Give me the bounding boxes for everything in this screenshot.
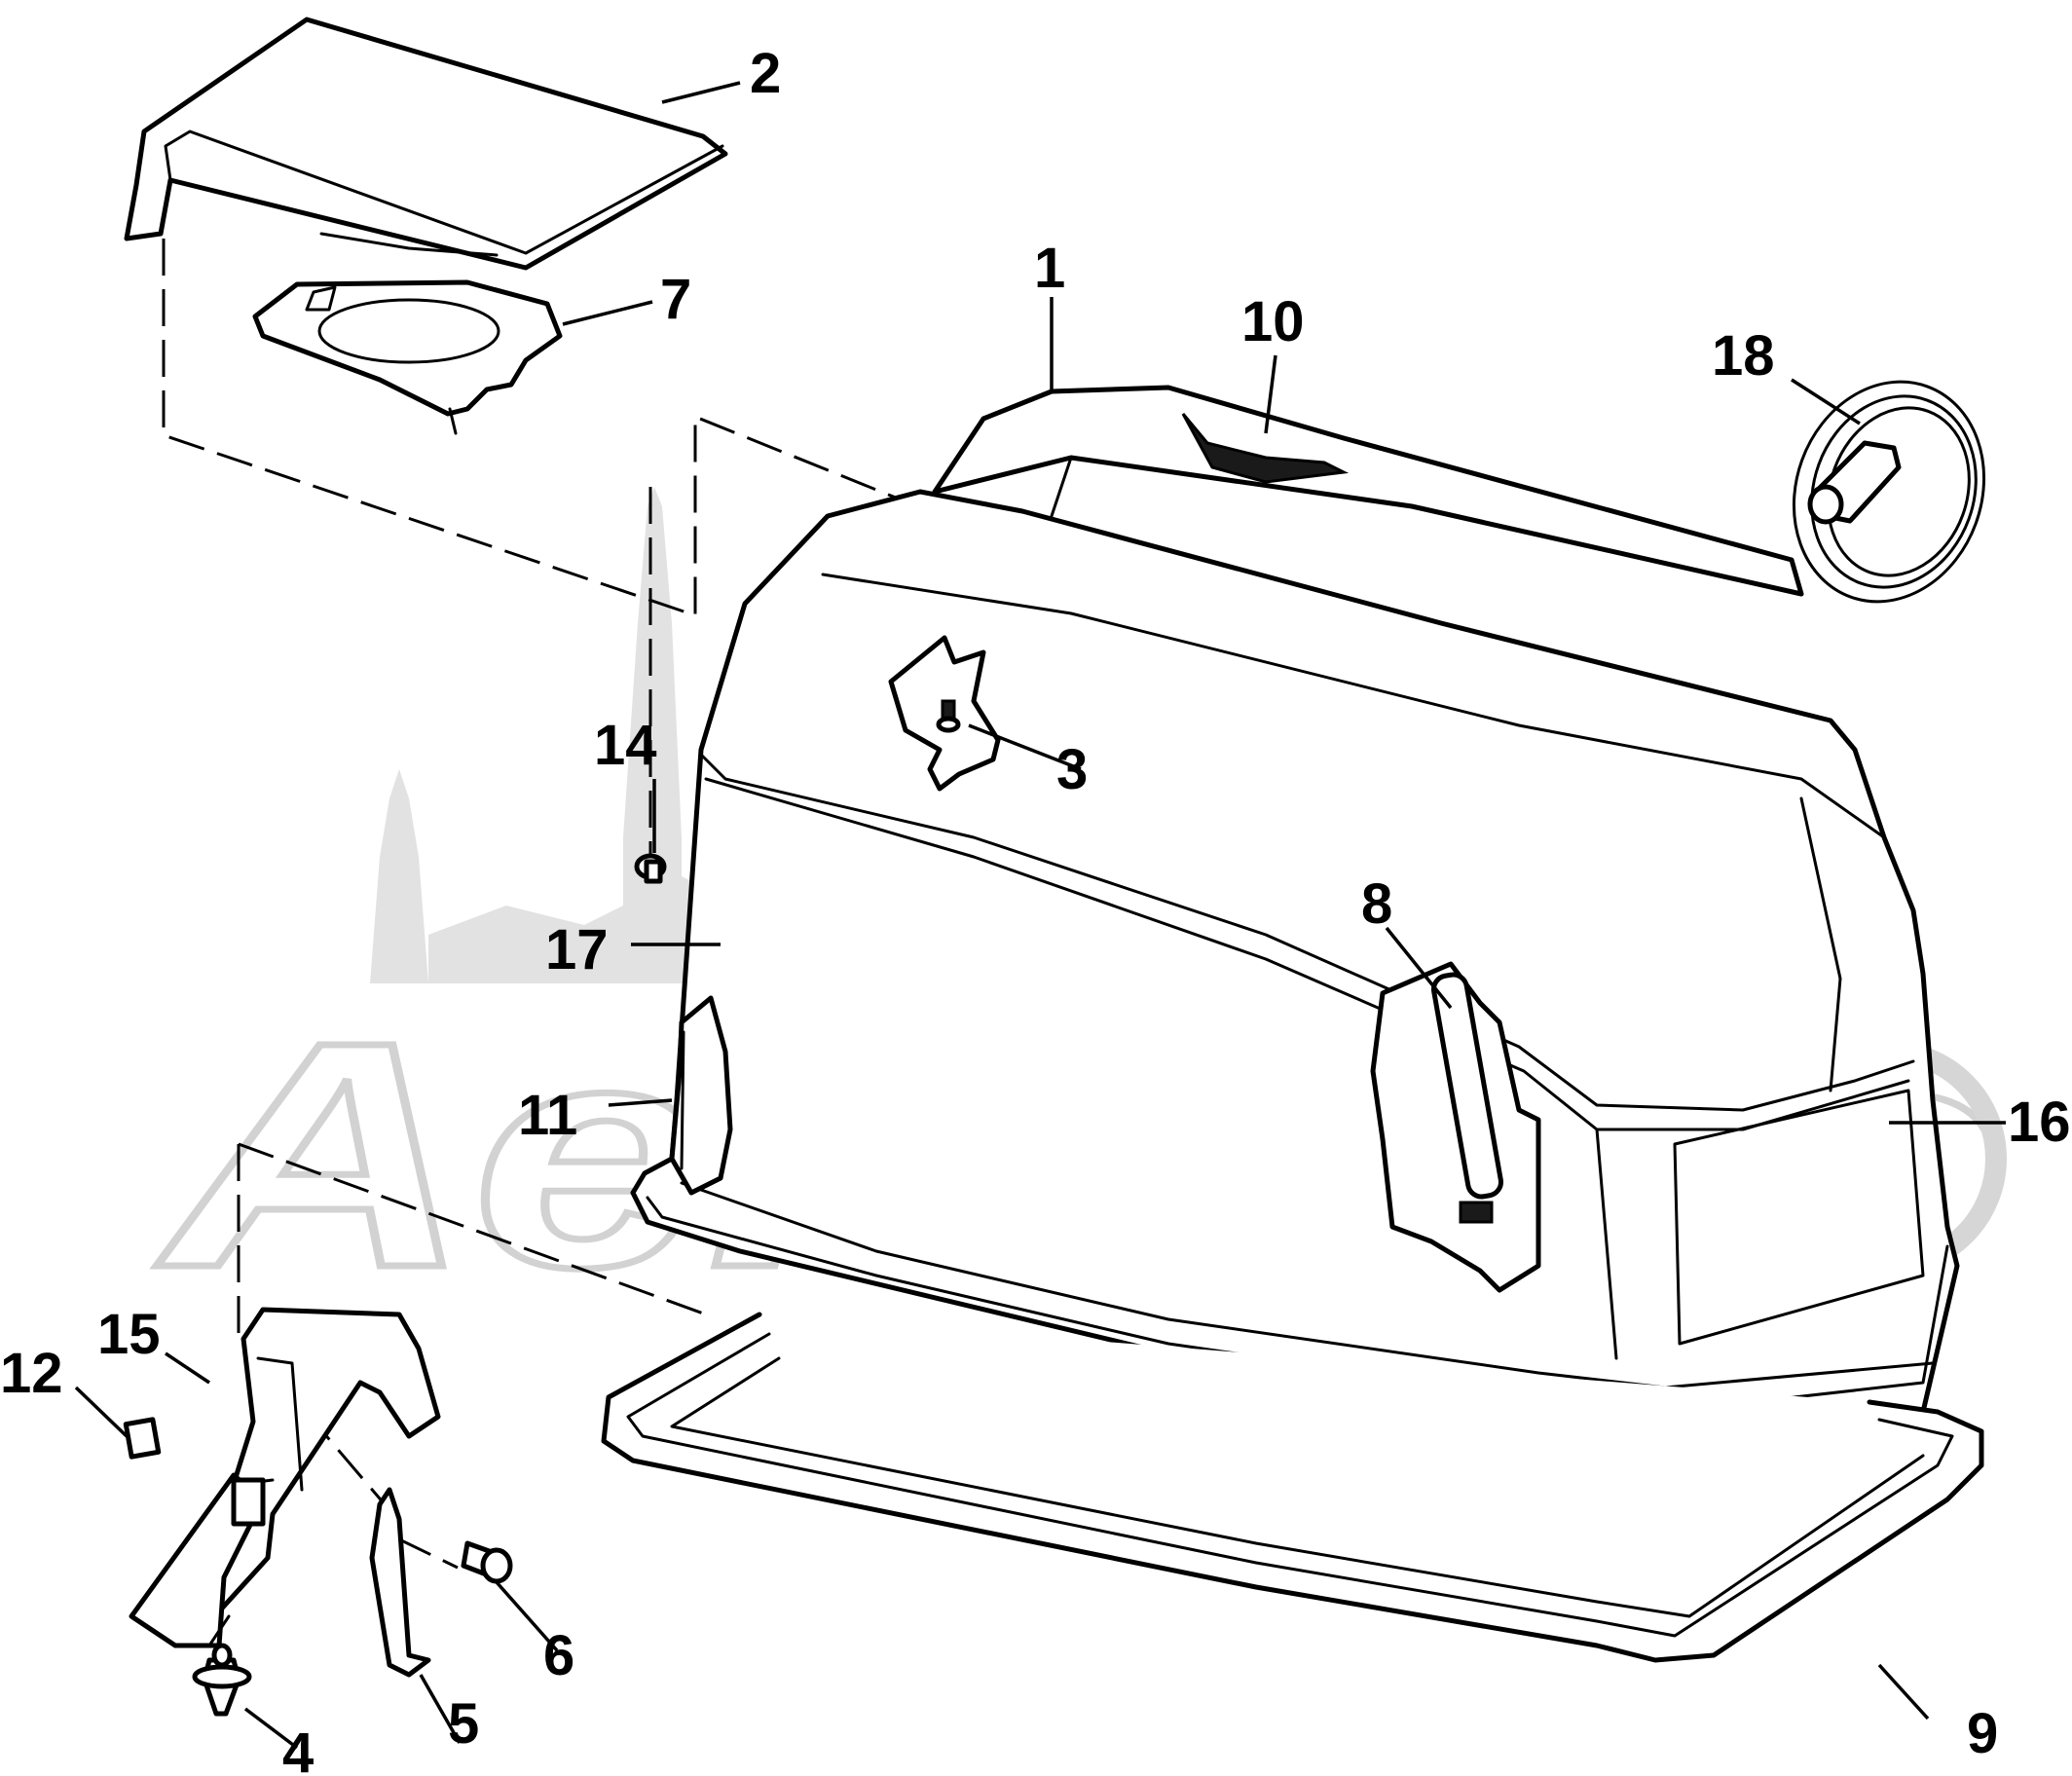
- clip-part-5: [369, 1487, 431, 1678]
- bracket-part-15: [129, 1307, 441, 1648]
- alignment-lines-upper: [162, 239, 938, 876]
- callout-14: 14: [594, 714, 657, 777]
- callout-1: 1: [1034, 237, 1065, 300]
- callout-8: 8: [1361, 872, 1392, 936]
- vent-plate-part-7: [252, 279, 563, 435]
- callout-17: 17: [545, 918, 609, 981]
- callout-9: 9: [1967, 1702, 1998, 1765]
- latch-part-8: [1370, 961, 1541, 1293]
- callout-3: 3: [1056, 738, 1088, 801]
- motor-cover-part-1: [630, 385, 1960, 1434]
- bolt-part-6: [461, 1540, 513, 1584]
- callout-4: 4: [282, 1721, 314, 1776]
- callout-2: 2: [750, 42, 781, 105]
- callout-15: 15: [97, 1303, 161, 1366]
- callout-16: 16: [2008, 1091, 2071, 1154]
- callout-labels: 1 2 3 4 5 6 7 8 9 10 11 12 14 15 16 17 1…: [0, 42, 2071, 1776]
- leader-lines: [74, 81, 2006, 1750]
- gasket-seal-part-9: [601, 1312, 1984, 1663]
- seal-part-11: [669, 995, 733, 1196]
- callout-10: 10: [1241, 290, 1305, 353]
- callout-12: 12: [0, 1342, 63, 1405]
- callout-6: 6: [543, 1624, 574, 1687]
- grommet-part-4: [192, 1643, 252, 1717]
- nut-part-12: [123, 1417, 162, 1460]
- hood-cover-part-2: [124, 17, 728, 271]
- callout-18: 18: [1712, 324, 1775, 388]
- wire-coil-part-18: [1792, 380, 1986, 604]
- callout-11: 11: [518, 1084, 577, 1147]
- callout-5: 5: [448, 1692, 479, 1756]
- screw-cutaway-part-3: [888, 635, 1001, 792]
- screw-part-14: [634, 853, 667, 884]
- callout-7: 7: [660, 268, 691, 331]
